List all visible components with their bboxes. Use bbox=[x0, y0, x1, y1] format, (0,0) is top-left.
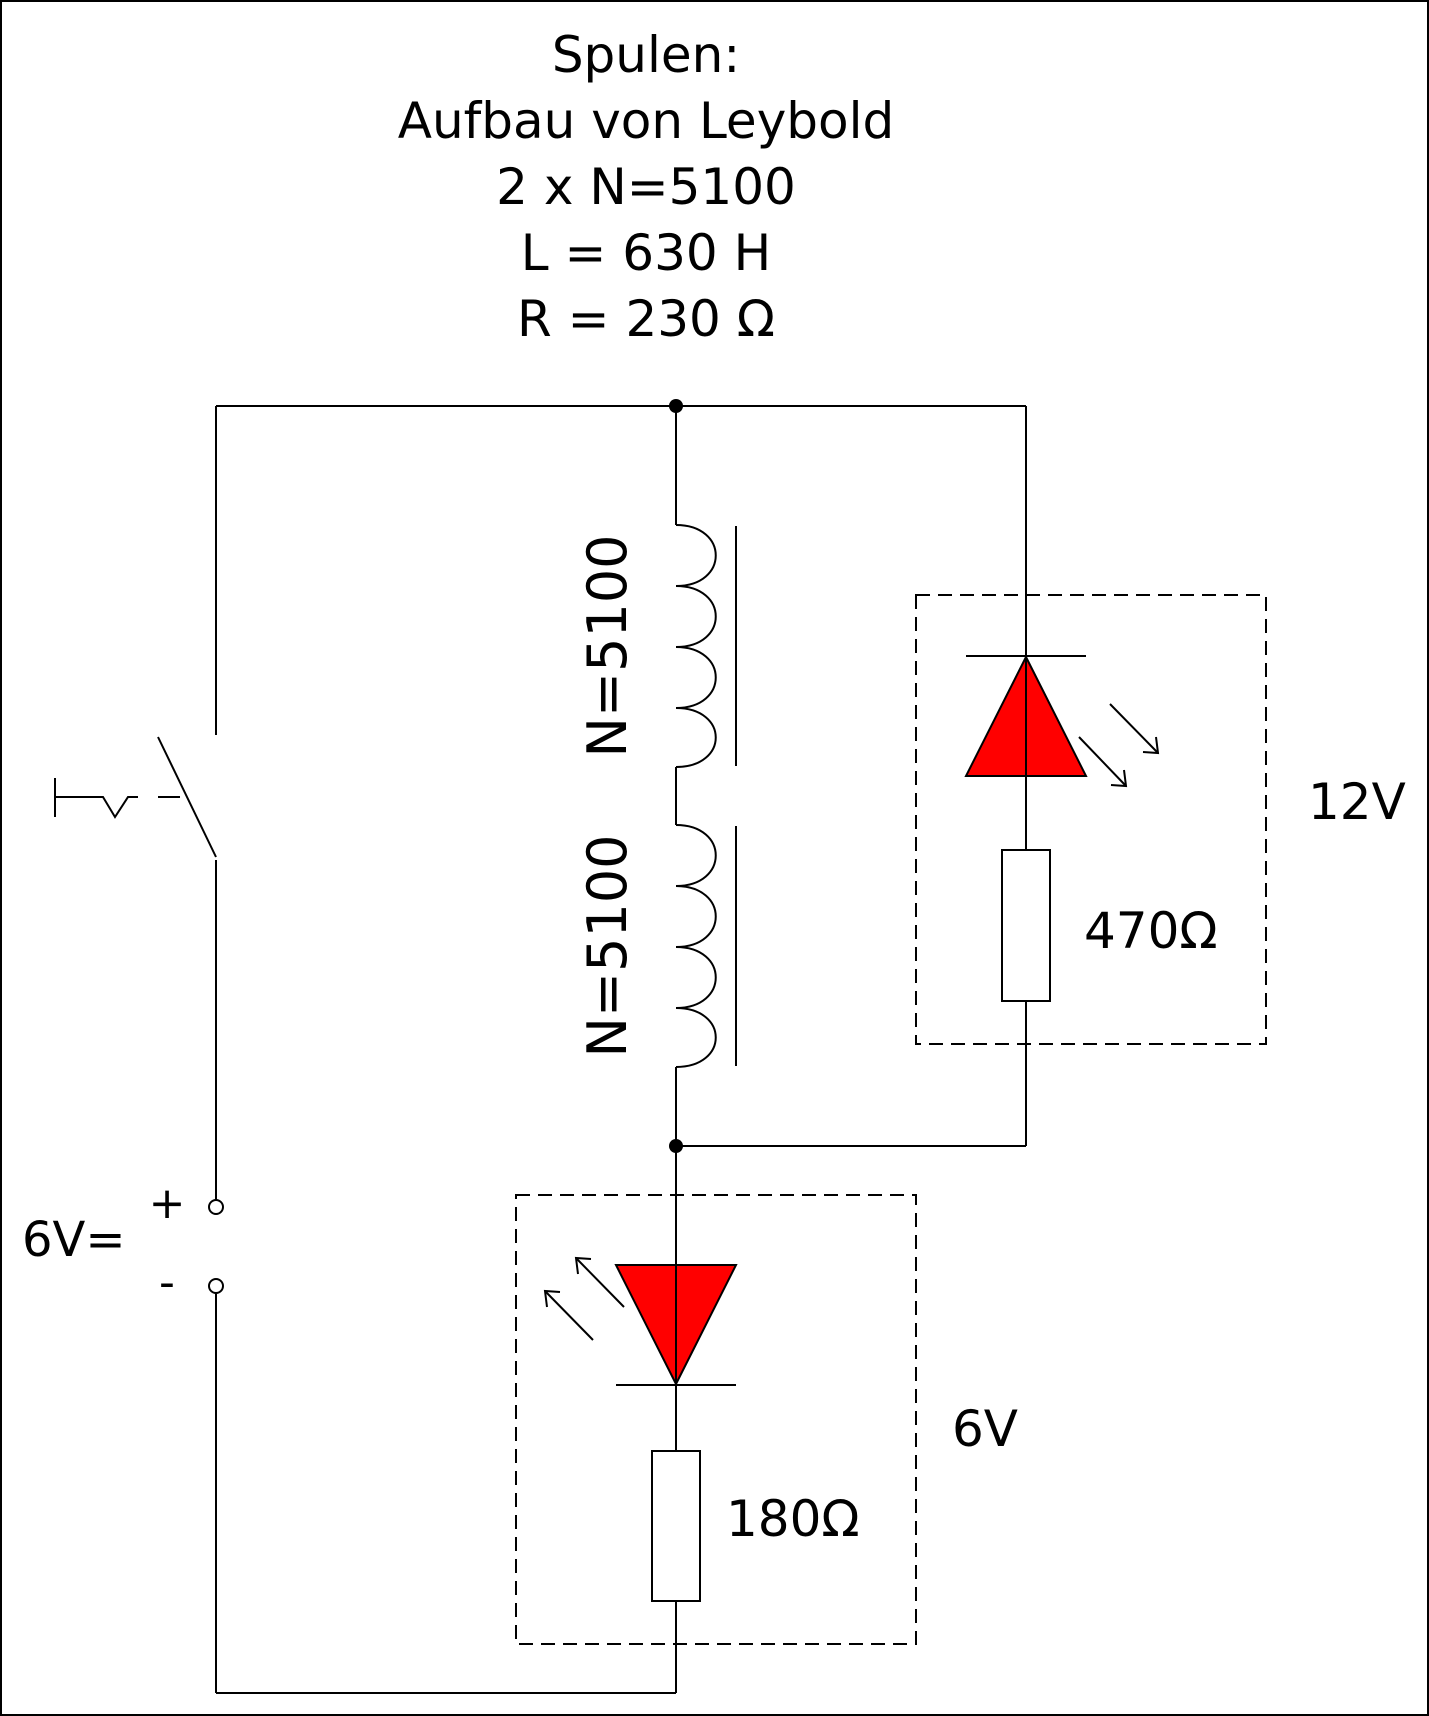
title-line: R = 230 Ω bbox=[517, 290, 775, 348]
led-module-12v: 470Ω 12V bbox=[915, 594, 1406, 1045]
terminal-minus bbox=[208, 1278, 224, 1294]
push-button-switch bbox=[54, 736, 217, 858]
supply-voltage-label: 6V= bbox=[22, 1212, 126, 1268]
junction-node-middle bbox=[669, 1139, 683, 1153]
module-box-12v bbox=[915, 594, 1267, 1045]
coil-lower bbox=[675, 824, 737, 1068]
module-box-6v bbox=[515, 1194, 917, 1645]
title-line: L = 630 H bbox=[521, 224, 771, 282]
resistor-lower-value: 180Ω bbox=[726, 1490, 860, 1548]
wiring bbox=[215, 405, 1027, 1694]
coil-lower-label: N=5100 bbox=[576, 834, 639, 1057]
resistor-lower bbox=[651, 1450, 701, 1602]
title-line: 2 x N=5100 bbox=[496, 158, 796, 216]
resistor-upper bbox=[1001, 849, 1051, 1002]
module-voltage-6v: 6V bbox=[952, 1400, 1018, 1458]
junction-node-top bbox=[669, 399, 683, 413]
coil-upper-label: N=5100 bbox=[576, 534, 639, 757]
power-supply-terminals: + - 6V= bbox=[22, 1178, 224, 1308]
title-block: Spulen: Aufbau von Leybold 2 x N=5100 L … bbox=[398, 26, 895, 348]
led-module-6v: 180Ω 6V bbox=[515, 1194, 1018, 1645]
resistor-upper-value: 470Ω bbox=[1084, 902, 1218, 960]
title-line: Spulen: bbox=[552, 26, 740, 84]
terminal-plus bbox=[208, 1199, 224, 1215]
title-line: Aufbau von Leybold bbox=[398, 92, 895, 150]
supply-minus-sign: - bbox=[159, 1257, 175, 1308]
module-voltage-12v: 12V bbox=[1308, 773, 1406, 831]
supply-plus-sign: + bbox=[149, 1178, 186, 1229]
coil-upper bbox=[675, 524, 737, 768]
